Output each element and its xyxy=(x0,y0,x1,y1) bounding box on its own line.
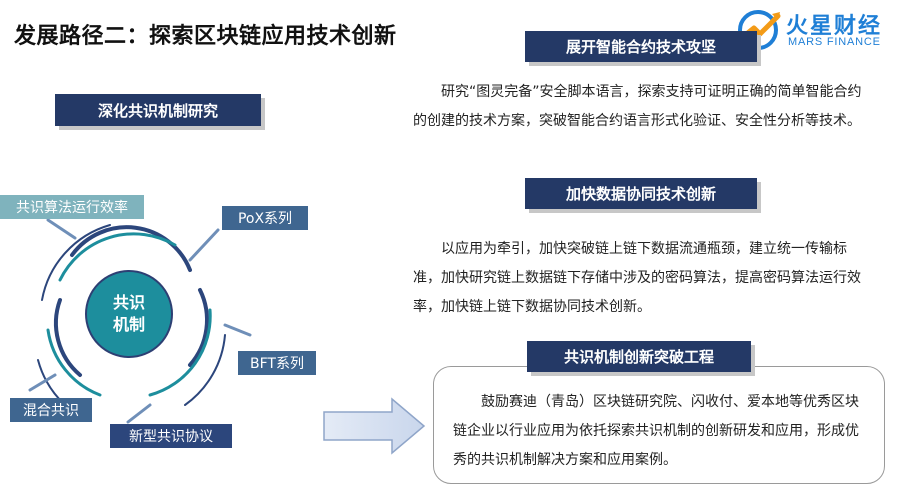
label-bft-series: BFT系列 xyxy=(238,351,316,375)
section3-heading: 共识机制创新突破工程 xyxy=(527,341,751,372)
circle-text-line2: 机制 xyxy=(112,315,145,334)
section3-box xyxy=(433,366,885,484)
section1-heading: 展开智能合约技术攻坚 xyxy=(525,31,757,62)
right-arrow-icon xyxy=(323,397,426,455)
logo-text-cn: 火星财经 xyxy=(786,14,883,39)
section2-text: 以应用为牵引，加快突破链上链下数据流通瓶颈，建立统一传输标准，加快研究链上数据链… xyxy=(413,241,861,315)
section2-heading: 加快数据协同技术创新 xyxy=(525,178,757,209)
consensus-ring-diagram xyxy=(28,218,252,424)
label-hybrid-consensus: 混合共识 xyxy=(10,398,92,422)
circle-text-line1: 共识 xyxy=(112,293,145,312)
label-consensus-efficiency: 共识算法运行效率 xyxy=(0,195,144,219)
logo-text-en: MARS FINANCE xyxy=(788,36,881,48)
mars-finance-logo: 火星财经 MARS FINANCE xyxy=(734,6,894,54)
label-pox-series: PoX系列 xyxy=(222,206,308,230)
section3-text: 鼓励赛迪（青岛）区块链研究院、闪收付、爱本地等优秀区块链企业以行业应用为依托探索… xyxy=(453,394,859,468)
label-novel-consensus-protocol: 新型共识协议 xyxy=(110,424,232,448)
consensus-mechanism-circle: 共识 机制 xyxy=(85,270,173,358)
left-heading: 深化共识机制研究 xyxy=(55,94,261,126)
slide-title: 发展路径二：探索区块链应用技术创新 xyxy=(14,24,397,49)
section1-text: 研究“图灵完备”安全脚本语言，探索支持可证明正确的简单智能合约的创建的技术方案，… xyxy=(413,84,862,129)
